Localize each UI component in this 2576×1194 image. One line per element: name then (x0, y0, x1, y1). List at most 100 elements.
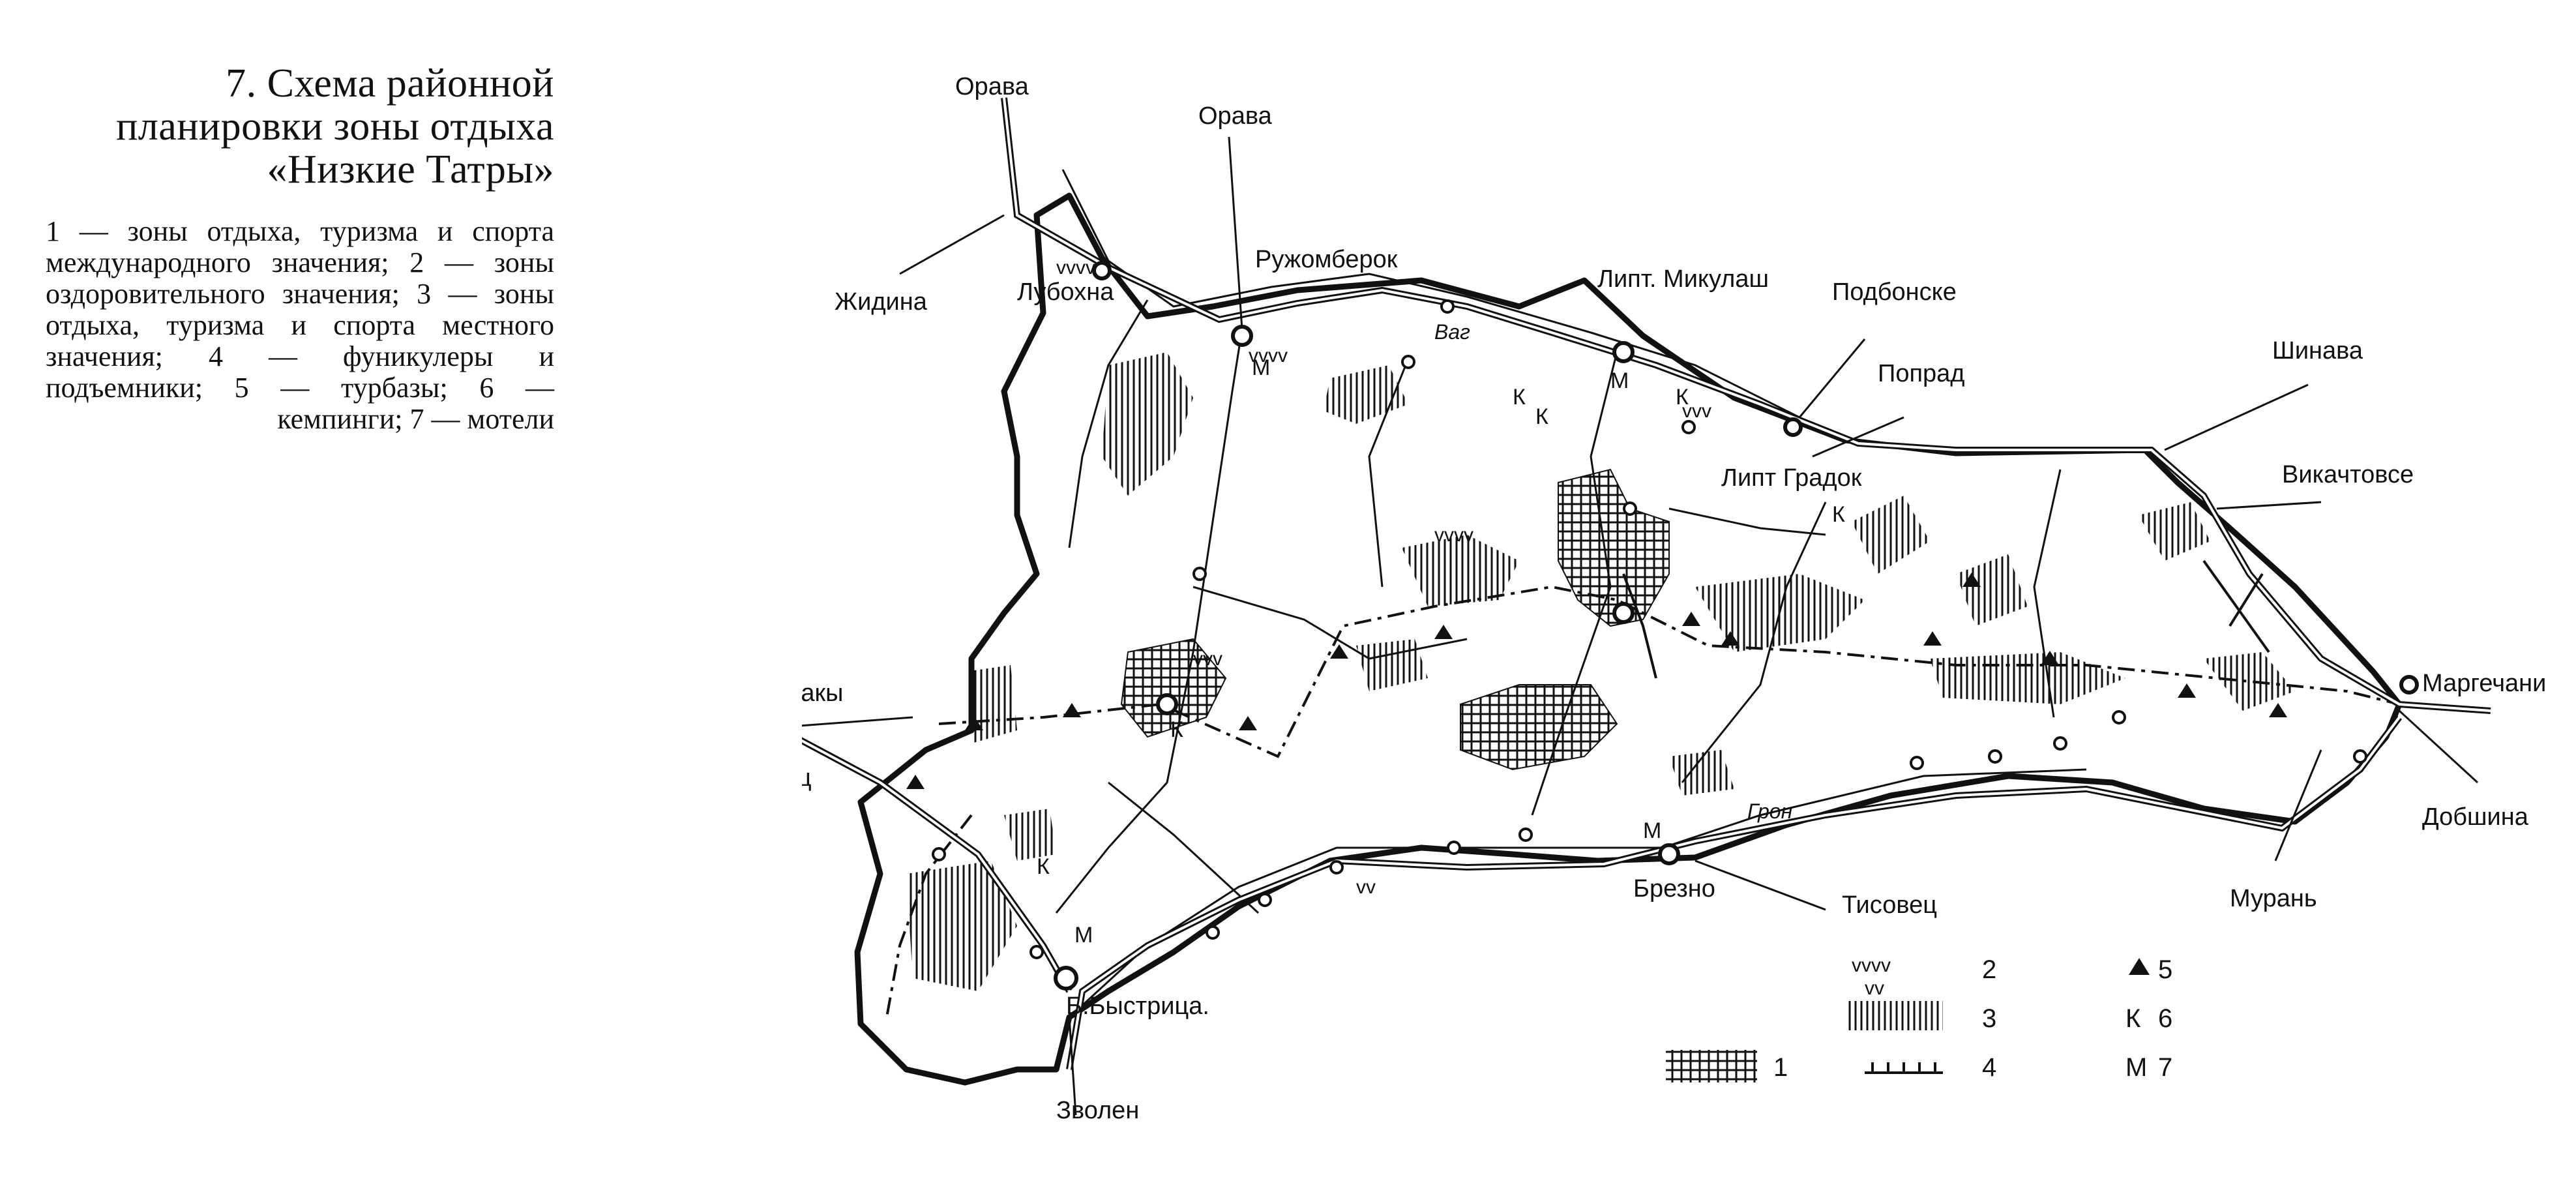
zone-health-1: vvvv (1056, 257, 1095, 278)
zone-local-12 (965, 665, 1017, 743)
zone-international-south (1460, 684, 1618, 771)
arrow-zhidina (899, 214, 1005, 275)
legend-item-1: 1 (1666, 1050, 1788, 1082)
hut-10 (906, 775, 925, 789)
settlement-13 (1258, 893, 1272, 907)
legend-item-5: 5 (2129, 955, 2172, 984)
arrow-podbonske (1798, 338, 1866, 418)
route-dash-dot (885, 585, 2400, 1018)
settlement-17 (2353, 749, 2367, 764)
town-margechani (2399, 675, 2419, 694)
funicular-1 (2202, 560, 2270, 653)
settlement-5 (1681, 420, 1696, 434)
railway (802, 97, 2491, 1070)
legend-symbol-ticked-line (1865, 1062, 1943, 1074)
town-ruzhomberok (1231, 325, 1253, 347)
settlements (932, 299, 2367, 959)
legend-symbol-crosshatch (1666, 1050, 1757, 1082)
zones-health: vvvv vvvv vvvv vvv vv vvv (1056, 257, 1711, 898)
zone-local-9 (2139, 502, 2210, 561)
arrow-muran (2274, 749, 2322, 861)
camping-markers: К К К К К К (1037, 385, 1845, 879)
road-5 (1681, 501, 1827, 783)
label-vikachtovse: Викачтовсе (2282, 461, 2414, 488)
label-b-bystritsa: Б.Быстрица. (1066, 993, 1209, 1020)
hut-12 (1063, 703, 1081, 717)
tourist-huts (906, 573, 2287, 789)
arrow-diviaky (802, 716, 913, 727)
legend-number-3: 3 (1982, 1004, 1996, 1033)
funicular-2 (1622, 573, 1657, 679)
map-legend: vvvv vv 2 3 1 4 5 К 6 М 7 (1666, 955, 2172, 1082)
camping-6: К (1676, 385, 1689, 410)
hut-2 (1330, 644, 1348, 659)
label-dobshina: Добшина (2422, 803, 2529, 831)
hut-5 (1923, 631, 1942, 646)
river-gron (1068, 768, 2087, 1019)
label-zvolen: Зволен (1056, 1097, 1139, 1124)
town-brezno (1658, 843, 1680, 865)
zones-international (1120, 468, 1670, 771)
zone-local-10 (2204, 652, 2295, 711)
label-muran: Мурань (2230, 885, 2317, 912)
hut-4 (1721, 631, 1740, 646)
legend-number-5: 5 (2158, 955, 2172, 984)
settlement-7 (2053, 736, 2067, 751)
legend-item-6: К 6 (2125, 1004, 2172, 1033)
town-b-bystritsa (1054, 966, 1078, 991)
road-4 (1531, 351, 1618, 816)
settlement-2 (1401, 355, 1415, 369)
legend-number-7: 7 (2158, 1053, 2172, 1082)
zone-health-6: vvv (1682, 400, 1711, 422)
town-lipt-gradok (1783, 417, 1803, 437)
zone-local-4 (1356, 639, 1428, 691)
roads (1055, 299, 2062, 914)
funicular-3 (2228, 573, 2264, 627)
legend-symbol-motel: М (2125, 1053, 2147, 1082)
road-2 (1068, 299, 1149, 548)
settlement-3 (1192, 567, 1207, 581)
legend-symbol-camping: К (2125, 1004, 2141, 1033)
arrow-tisovets (1695, 859, 1826, 911)
legend-symbol-v-marks: vvvv (1852, 955, 1891, 976)
settlement-12 (1329, 860, 1344, 874)
hut-6 (2041, 651, 2059, 665)
label-river-gron: Грон (1747, 799, 1792, 823)
figure-title: 7. Схема районной планировки зоны отдыха… (116, 61, 554, 192)
settlement-1 (1440, 299, 1455, 314)
label-turnets: Турнец (802, 764, 812, 792)
settlement-14 (1206, 925, 1220, 940)
hut-7 (2178, 683, 2196, 698)
zone-international-west (1120, 638, 1227, 738)
legend-symbol-hut (2129, 958, 2150, 975)
zone-international-chopok (1558, 468, 1670, 627)
zone-local-3 (1402, 535, 1519, 606)
arrow-orava-n (1228, 136, 1243, 330)
arrow-poprad (1812, 416, 1904, 458)
label-lubokhna: Лубохна (1017, 278, 1114, 306)
settlement-4 (1623, 501, 1637, 516)
towns (1054, 261, 2419, 991)
town-lubokhna (1092, 261, 1112, 280)
label-lipt-mikulash: Липт. Микулаш (1597, 265, 1769, 293)
legend-number-6: 6 (2158, 1004, 2172, 1033)
zone-health-3: vvvv (1434, 524, 1473, 546)
town-west (1156, 693, 1178, 715)
settlement-15 (932, 847, 946, 861)
label-orava-nw: Орава (955, 73, 1029, 100)
regional-plan-map: vvvv vvvv vvvv vvv vv vvv (802, 73, 2546, 1124)
motel-ruzhomberok: М (1252, 355, 1270, 380)
hut-1 (1434, 625, 1453, 639)
figure-legend-text: 1 — зоны отдыха, туризма и спорта междун… (46, 215, 554, 435)
railway-south-inner (1068, 716, 2401, 1070)
road-1 (1055, 329, 1243, 914)
hut-8 (2269, 703, 2287, 717)
settlement-8 (1988, 749, 2002, 764)
place-labels: Орава Орава Жидина Лубохна Ружомберок Ли… (802, 73, 2546, 1124)
zone-health-2: vvvv (1249, 345, 1288, 366)
label-poprad: Попрад (1878, 360, 1964, 387)
settlement-10 (1518, 828, 1533, 842)
settlement-16 (1029, 945, 1044, 959)
region-boundary (854, 192, 2403, 1086)
legend-number-2: 2 (1982, 955, 1996, 984)
